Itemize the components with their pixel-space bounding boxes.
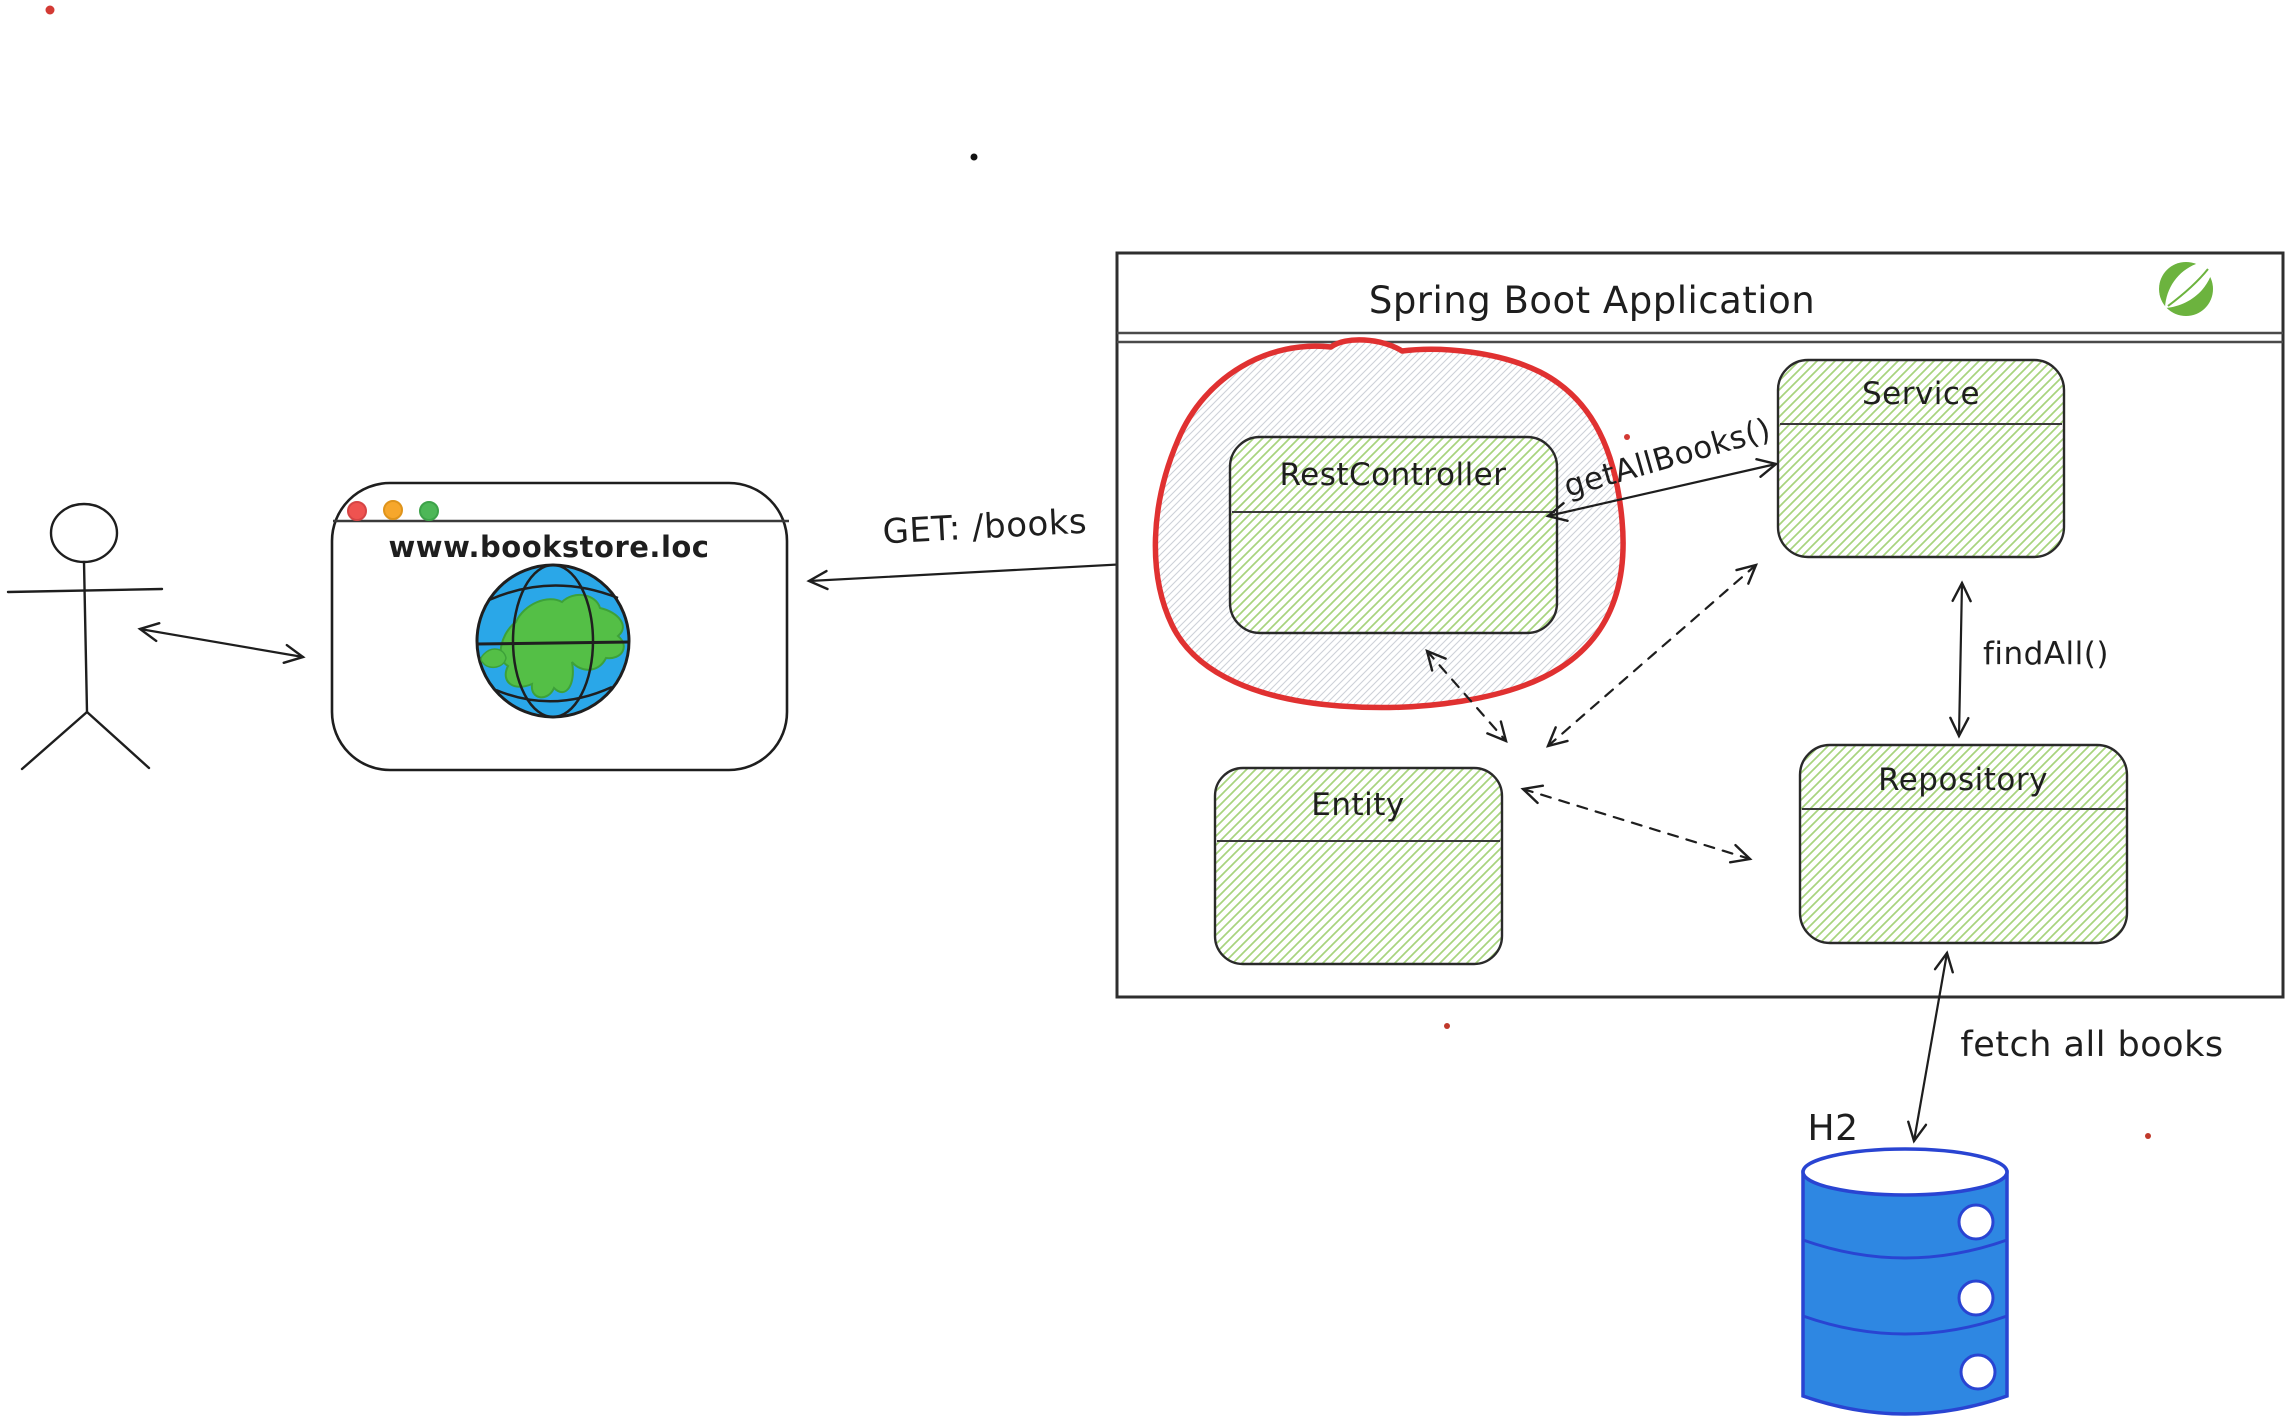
repository-h2-arrow: [1907, 950, 1954, 1144]
rest-controller-service-arrow: [1545, 458, 1779, 522]
entity-service-dashed-arrow: [1545, 563, 1759, 748]
stray-red-dot-bottom-left: [1444, 1023, 1450, 1029]
component-service: Service: [1776, 358, 2066, 559]
stray-red-dot-top-left: [45, 5, 55, 15]
find-all-label: findAll(): [1983, 636, 2109, 672]
browser-url: www.bookstore.loc: [388, 530, 709, 564]
database-cylinder-icon: H2: [1801, 1108, 2009, 1416]
maximize-dot-icon: [419, 501, 439, 521]
fetch-all-books-label: fetch all books: [1960, 1025, 2223, 1065]
entity-label: Entity: [1311, 787, 1405, 823]
spring-leaf-logo-icon: [2159, 261, 2214, 316]
repository-label: Repository: [1878, 762, 2048, 798]
stick-figure-user-icon: [6, 502, 164, 771]
component-entity: Entity: [1213, 766, 1504, 966]
minimize-dot-icon: [383, 500, 403, 520]
component-repository: Repository: [1798, 743, 2129, 945]
component-rest-controller: RestController: [1228, 435, 1559, 635]
service-repository-arrow: [1949, 580, 1972, 739]
h2-label: H2: [1808, 1108, 1859, 1149]
entity-repository-dashed-arrow: [1520, 784, 1753, 864]
stray-black-dot: [970, 153, 978, 161]
browser-window: www.bookstore.loc: [330, 481, 789, 772]
stray-red-dot-getallbooks: [1624, 434, 1630, 440]
service-label: Service: [1862, 376, 1980, 412]
app-title: Spring Boot Application: [1369, 279, 1815, 322]
stray-red-dot-near-h2: [2145, 1133, 2151, 1139]
rest-controller-label: RestController: [1279, 457, 1506, 493]
rest-controller-entity-dashed-arrow: [1425, 648, 1508, 744]
user-browser-arrow: [137, 621, 306, 665]
get-books-label: GET: /books: [882, 502, 1088, 553]
close-dot-icon: [347, 501, 367, 521]
globe-icon: [475, 563, 631, 719]
